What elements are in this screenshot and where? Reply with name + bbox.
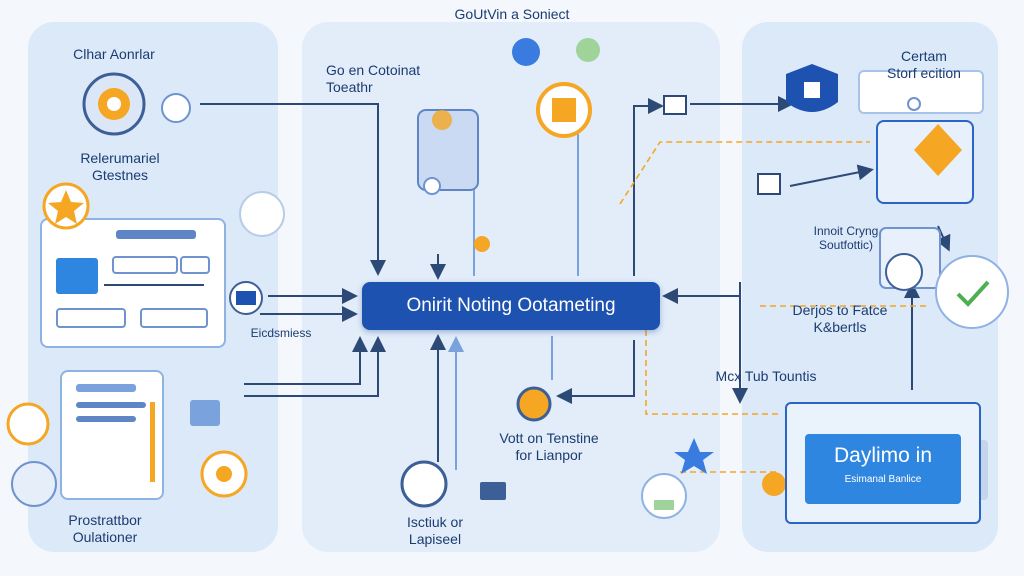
right-mid-label: Innoit Cryng Soutfottic) [813, 224, 879, 252]
left-mid-label: Relerumariel Gtestnes [80, 150, 160, 183]
security-card [858, 70, 984, 114]
snowflake-icon [674, 438, 714, 474]
email-icon [229, 281, 263, 315]
email-label: Eicdsmiess [250, 326, 312, 340]
right-low-label: Mcx Tub Tountis [715, 368, 817, 384]
arrows-right [556, 96, 951, 404]
left-top-label: Clhar Aonrlar [73, 46, 155, 62]
clock-icon [516, 386, 552, 422]
sun-icon [6, 402, 50, 446]
lock-icon [423, 177, 441, 195]
right-top-label: Certam Storf ecition [887, 48, 961, 81]
dashed-connectors [619, 141, 930, 473]
compass-icon [82, 72, 146, 136]
notification-icon [762, 472, 786, 496]
diagram-title: GoUtVin a Soniect [454, 6, 570, 22]
right-mid2-label: Derjos to Fatce K&bertls [792, 302, 888, 335]
center-top-label: Go en Cotoinat Toeathr [326, 62, 421, 95]
daylimo-badge: Daylimo in Esimanal Banlice [785, 402, 981, 524]
target-badge-icon [536, 82, 592, 138]
map-icon [56, 258, 98, 294]
badge-subtitle: Esimanal Banlice [844, 474, 922, 485]
cloud-icon [239, 191, 285, 237]
arrows-center-vertical [448, 120, 579, 470]
settings-dot-icon [907, 97, 921, 111]
badge-blue-icon [512, 38, 540, 66]
robot-icon [641, 473, 687, 519]
tag-icon [663, 95, 687, 115]
bag-icon [417, 109, 479, 191]
star-badge-icon [42, 182, 90, 230]
arrows-left [200, 103, 446, 462]
diamond-icon [914, 124, 962, 176]
badge-inner: Daylimo in Esimanal Banlice [805, 434, 961, 504]
center-bottom-label: Isctiuk or Lapiseel [406, 514, 463, 547]
radar-icon [885, 253, 923, 291]
document-card [60, 370, 164, 500]
central-hub[interactable]: Onirit Noting Ootameting [362, 282, 660, 330]
dashboard-card [40, 218, 226, 348]
certificate-card [876, 120, 974, 204]
user-icon [11, 461, 57, 507]
cloud-check-icon [935, 255, 1009, 329]
leaf-icon [576, 38, 600, 62]
center-mid-label: Vott on Tenstine for Lianpor [499, 430, 599, 463]
badge-title: Daylimo in [833, 444, 933, 467]
chart-icon [480, 482, 506, 500]
close-box-icon [757, 173, 781, 195]
globe-icon [161, 93, 191, 123]
left-bottom-label: Prostrattbor Oulationer [68, 512, 142, 545]
lightbulb-icon [474, 236, 490, 252]
gear-icon [200, 450, 248, 498]
shield-circle-icon [400, 460, 448, 508]
folder-icon [190, 400, 220, 426]
